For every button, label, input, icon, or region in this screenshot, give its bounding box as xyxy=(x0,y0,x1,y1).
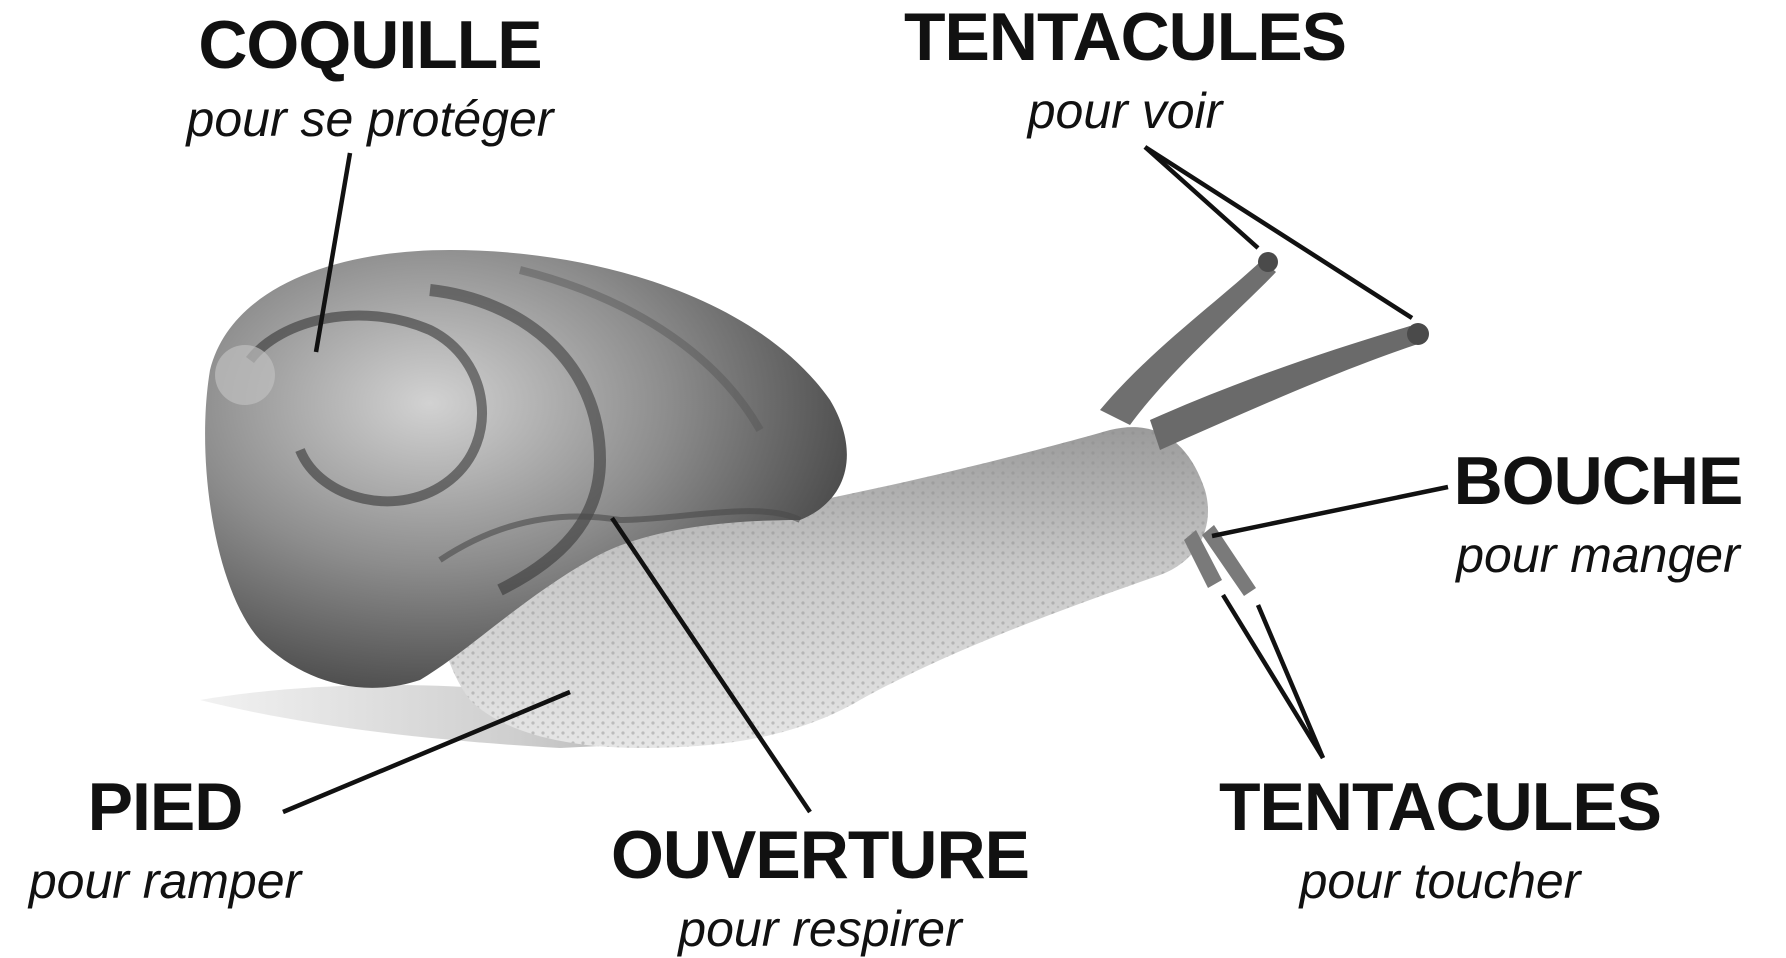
label-pied-role: pour ramper xyxy=(0,855,330,908)
eye-tentacle-left-tip xyxy=(1258,252,1278,272)
leader-tentacules-toucher-a xyxy=(1223,595,1323,758)
leader-tentacules-voir-a xyxy=(1145,147,1258,248)
eye-tentacle-right-tip xyxy=(1407,323,1429,345)
label-tentacules-toucher: TENTACULES pour toucher xyxy=(1190,772,1690,908)
label-tentacules-toucher-name: TENTACULES xyxy=(1190,772,1690,843)
label-bouche-name: BOUCHE xyxy=(1420,446,1776,517)
label-ouverture-role: pour respirer xyxy=(560,903,1080,956)
label-bouche: BOUCHE pour manger xyxy=(1420,446,1776,582)
label-pied: PIED pour ramper xyxy=(0,772,330,908)
leader-tentacules-voir-b xyxy=(1145,147,1412,318)
label-tentacules-voir: TENTACULES pour voir xyxy=(890,2,1360,138)
label-ouverture-name: OUVERTURE xyxy=(560,820,1080,891)
label-pied-name: PIED xyxy=(0,772,330,843)
label-coquille-name: COQUILLE xyxy=(150,10,590,81)
label-ouverture: OUVERTURE pour respirer xyxy=(560,820,1080,956)
leader-tentacules-toucher-b xyxy=(1258,605,1323,758)
label-tentacules-voir-name: TENTACULES xyxy=(890,2,1360,73)
label-tentacules-voir-role: pour voir xyxy=(890,85,1360,138)
label-coquille-role: pour se protéger xyxy=(150,93,590,146)
label-coquille: COQUILLE pour se protéger xyxy=(150,10,590,146)
leader-bouche xyxy=(1212,487,1448,536)
label-tentacules-toucher-role: pour toucher xyxy=(1190,855,1690,908)
label-bouche-role: pour manger xyxy=(1420,529,1776,582)
